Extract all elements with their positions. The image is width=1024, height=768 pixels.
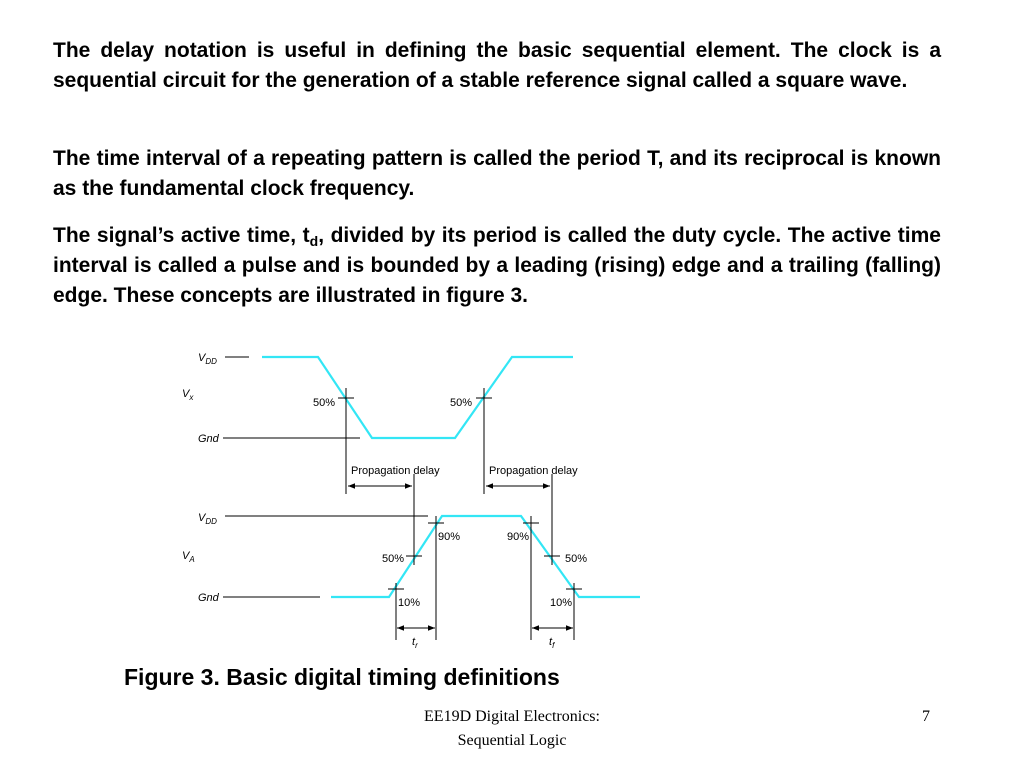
vx-waveform <box>262 355 573 440</box>
paragraph-duty-cycle-end: , divided by its period is called the du… <box>53 224 941 307</box>
output-fall-90-label: 90% <box>507 531 529 543</box>
output-fall-50-label: 50% <box>565 553 587 565</box>
fall-time-label: tf <box>549 636 555 650</box>
paragraph-duty-cycle: The signal’s active time, td, divided by… <box>53 221 941 311</box>
footer-line-1: EE19D Digital Electronics: <box>424 708 600 725</box>
paragraph-duty-cycle-start: The signal’s active time, t <box>53 224 310 247</box>
rise-time-label: tr <box>412 636 418 650</box>
output-waveform-section: VDD VA Gnd 90% 90% 50% 50% 10% 10% tr tf <box>182 474 640 650</box>
page-number: 7 <box>922 708 930 725</box>
output-rise-50-label: 50% <box>382 553 404 565</box>
propagation-delay-right-label: Propagation delay <box>489 465 578 477</box>
vx-label: Vx <box>182 388 194 402</box>
vdd-label-output: VDD <box>198 512 217 526</box>
gnd-label-output: Gnd <box>198 592 220 604</box>
output-rise-90-label: 90% <box>438 531 460 543</box>
figure-caption: Figure 3. Basic digital timing definitio… <box>124 664 560 690</box>
paragraph-period: The time interval of a repeating pattern… <box>53 147 941 200</box>
gnd-label-input: Gnd <box>198 433 220 445</box>
footer-line-2: Sequential Logic <box>457 732 567 749</box>
output-fall-10-label: 10% <box>550 597 572 609</box>
propagation-delay-section: Propagation delay Propagation delay <box>348 465 578 489</box>
va-waveform <box>331 514 640 599</box>
va-label: VA <box>182 550 195 564</box>
td-subscript: d <box>309 233 319 249</box>
vdd-label-input: VDD <box>198 352 217 366</box>
paragraph-square-wave: The delay notation is useful in defining… <box>53 39 941 92</box>
output-rise-10-label: 10% <box>398 597 420 609</box>
input-rise-50-label: 50% <box>450 397 472 409</box>
input-fall-50-label: 50% <box>313 397 335 409</box>
propagation-delay-left-label: Propagation delay <box>351 465 440 477</box>
footer-course-title: EE19D Digital Electronics: Sequential Lo… <box>392 705 632 753</box>
input-waveform-section: VDD Vx Gnd 50% 50% <box>182 352 573 494</box>
